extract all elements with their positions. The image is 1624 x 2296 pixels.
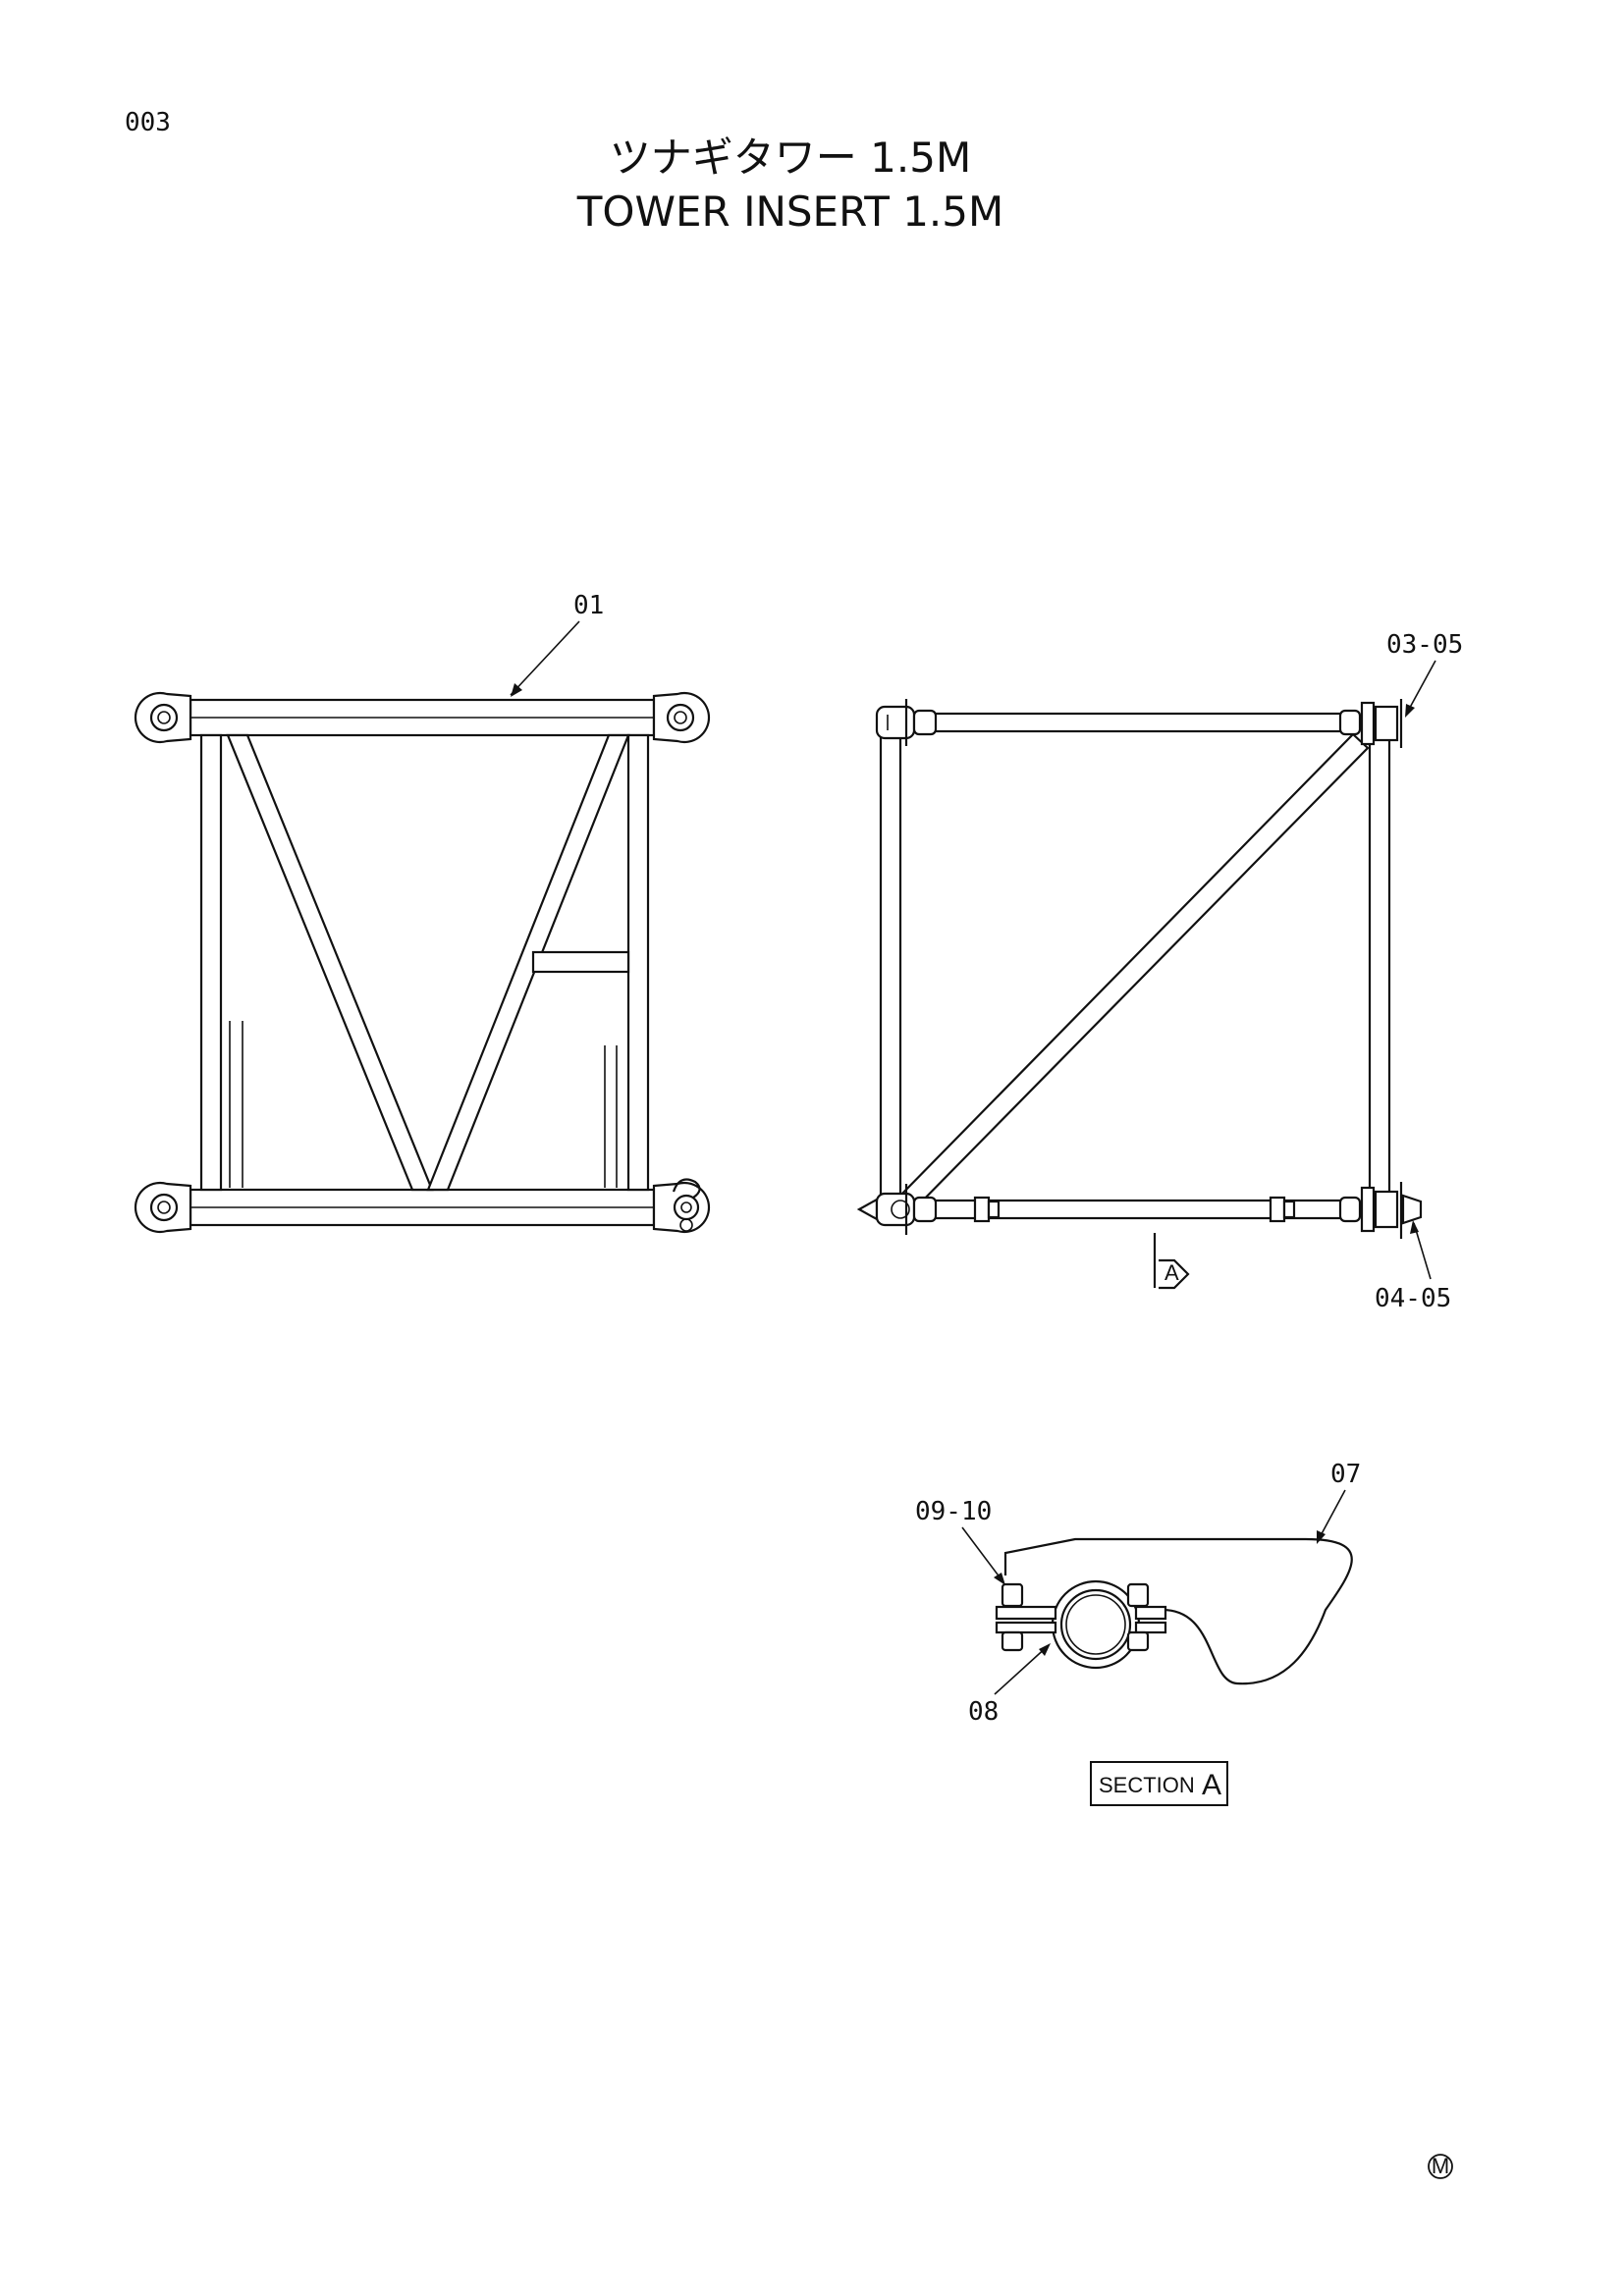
title-japanese: ツナギタワー 1.5M bbox=[610, 133, 971, 182]
callout-09-10: 09-10 bbox=[915, 1497, 992, 1526]
leader-09-10 bbox=[961, 1526, 1004, 1583]
post-left bbox=[199, 733, 223, 1192]
lug-top-left bbox=[134, 691, 192, 744]
end-view-frame bbox=[856, 699, 1423, 1239]
connector-bottom-right bbox=[1338, 1182, 1423, 1239]
mark-letter: M bbox=[1432, 2154, 1449, 2178]
leader-03-05 bbox=[1405, 660, 1436, 716]
side-view-frame bbox=[134, 691, 711, 1234]
section-a-clamp-detail bbox=[995, 1537, 1353, 1685]
diagonal-brace bbox=[894, 732, 1370, 1214]
bracket-left bbox=[973, 1196, 1001, 1223]
leader-arrow-04-05 bbox=[1410, 1220, 1419, 1234]
callout-01: 01 bbox=[573, 591, 604, 620]
leader-01 bbox=[510, 620, 580, 696]
leader-04-05 bbox=[1413, 1222, 1432, 1280]
leader-arrow-08 bbox=[1039, 1643, 1051, 1656]
section-letter: A bbox=[1202, 1769, 1221, 1801]
horizontal-tie bbox=[531, 950, 630, 974]
section-word: SECTION bbox=[1099, 1773, 1195, 1797]
callout-07: 07 bbox=[1330, 1460, 1361, 1489]
callout-08: 08 bbox=[968, 1697, 999, 1727]
view-marker-letter: A bbox=[1164, 1260, 1179, 1285]
leader-arrow-03-05 bbox=[1405, 704, 1415, 718]
diagonal-right bbox=[426, 733, 630, 1192]
lug-top-right bbox=[652, 691, 711, 744]
connector-bottom-left bbox=[856, 1184, 938, 1235]
leader-arrow-01 bbox=[511, 683, 522, 697]
callout-04-05: 04-05 bbox=[1375, 1284, 1451, 1313]
post-left-end-view bbox=[879, 729, 902, 1202]
leader-07 bbox=[1317, 1489, 1346, 1542]
leader-arrow-09-10 bbox=[994, 1573, 1005, 1585]
lug-bottom-right-with-pin bbox=[652, 1178, 711, 1234]
connector-top-left bbox=[875, 699, 938, 746]
leader-08 bbox=[994, 1644, 1050, 1695]
diagonal-left bbox=[226, 733, 434, 1192]
leader-arrow-07 bbox=[1317, 1530, 1326, 1544]
view-marker-a: A bbox=[1153, 1233, 1190, 1290]
top-member bbox=[899, 712, 1355, 733]
section-a-label: SECTION A bbox=[1090, 1761, 1228, 1806]
title-english: TOWER INSERT 1.5M bbox=[576, 187, 1003, 236]
bracket-right bbox=[1269, 1196, 1296, 1223]
post-right-end-view bbox=[1368, 729, 1391, 1202]
connector-top-right bbox=[1338, 699, 1403, 748]
lug-bottom-left bbox=[134, 1181, 192, 1234]
circled-m-mark: M bbox=[1428, 2154, 1453, 2179]
post-right bbox=[626, 733, 650, 1192]
page-number: 003 bbox=[125, 108, 171, 137]
callout-03-05: 03-05 bbox=[1386, 630, 1463, 660]
